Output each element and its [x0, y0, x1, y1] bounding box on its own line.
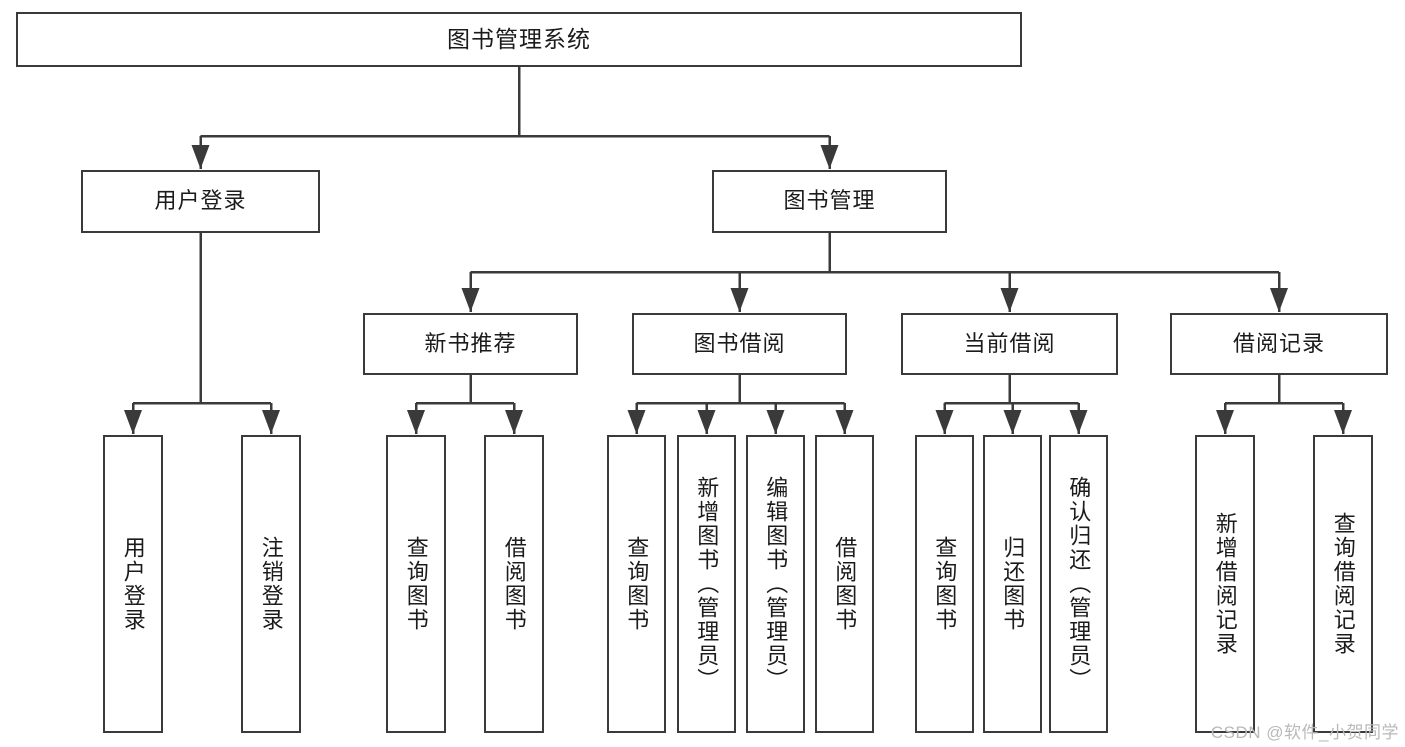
node-label: 用户登录	[154, 188, 247, 214]
node-label: 确认归还（管理员）	[1066, 476, 1092, 692]
node-leaf-borrow-1: 借阅图书	[484, 435, 544, 733]
node-leaf-edit-book: 编辑图书（管理员）	[746, 435, 805, 733]
node-leaf-query-1: 查询图书	[386, 435, 446, 733]
node-book-borrow: 图书借阅	[632, 313, 847, 375]
node-label: 图书管理系统	[447, 25, 591, 52]
node-label: 图书借阅	[693, 330, 786, 356]
node-borrow-record: 借阅记录	[1170, 313, 1388, 375]
node-label: 编辑图书（管理员）	[763, 476, 789, 692]
node-label: 归还图书	[1000, 536, 1026, 632]
node-label: 图书管理	[783, 188, 876, 214]
node-label: 当前借阅	[963, 330, 1056, 356]
node-user-login: 用户登录	[81, 170, 320, 233]
node-leaf-query-rec: 查询借阅记录	[1313, 435, 1373, 733]
node-label: 新增借阅记录	[1212, 512, 1238, 656]
node-label: 用户登录	[120, 536, 146, 632]
node-label: 查询图书	[403, 536, 429, 632]
node-label: 借阅记录	[1232, 330, 1325, 356]
node-book-manage: 图书管理	[712, 170, 947, 233]
node-leaf-user-login: 用户登录	[103, 435, 163, 733]
node-label: 查询图书	[932, 536, 958, 632]
node-leaf-add-book: 新增图书（管理员）	[677, 435, 736, 733]
node-leaf-confirm: 确认归还（管理员）	[1049, 435, 1108, 733]
node-label: 新书推荐	[424, 330, 517, 356]
node-root: 图书管理系统	[16, 12, 1022, 67]
node-label: 注销登录	[258, 536, 284, 632]
node-leaf-add-rec: 新增借阅记录	[1195, 435, 1255, 733]
node-label: 新增图书（管理员）	[694, 476, 720, 692]
node-label: 查询图书	[624, 536, 650, 632]
node-label: 查询借阅记录	[1330, 512, 1356, 656]
node-new-book-rec: 新书推荐	[363, 313, 578, 375]
node-label: 借阅图书	[501, 536, 527, 632]
node-leaf-borrow-2: 借阅图书	[815, 435, 874, 733]
node-leaf-return: 归还图书	[983, 435, 1042, 733]
node-current-borrow: 当前借阅	[901, 313, 1118, 375]
node-leaf-logout: 注销登录	[241, 435, 301, 733]
node-label: 借阅图书	[832, 536, 858, 632]
watermark-label: CSDN @软件_小贺同学	[1210, 723, 1399, 742]
node-leaf-query-2: 查询图书	[607, 435, 666, 733]
node-leaf-query-3: 查询图书	[915, 435, 974, 733]
